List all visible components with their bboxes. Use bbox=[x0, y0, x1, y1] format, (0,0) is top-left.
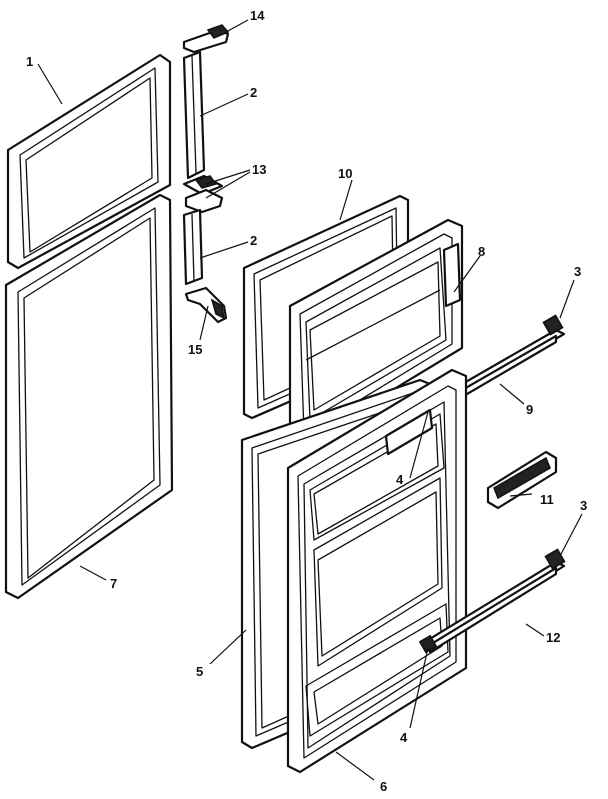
callout-4-lower: 4 bbox=[400, 730, 408, 745]
callout-2-upper: 2 bbox=[250, 85, 257, 100]
part-14-top-bracket bbox=[182, 24, 230, 54]
callout-15: 15 bbox=[188, 342, 202, 357]
part-13-center-hinges bbox=[182, 174, 224, 214]
callout-3-upper: 3 bbox=[574, 264, 581, 279]
callout-1: 1 bbox=[26, 54, 33, 69]
callout-9: 9 bbox=[526, 402, 533, 417]
part-6-fresh-food-liner bbox=[286, 368, 468, 774]
part-11-dairy-door bbox=[486, 450, 558, 510]
callout-labels: 1 14 2 13 2 15 10 8 3 9 4 11 3 12 5 4 6 … bbox=[26, 8, 587, 794]
callout-7: 7 bbox=[110, 576, 117, 591]
part-8-freezer-liner bbox=[288, 218, 464, 448]
callout-11: 11 bbox=[540, 492, 554, 507]
callout-2-lower: 2 bbox=[250, 233, 257, 248]
callout-12: 12 bbox=[546, 630, 560, 645]
callout-3-lower: 3 bbox=[580, 498, 587, 513]
part-2-lower-trim bbox=[182, 208, 204, 286]
callout-6: 6 bbox=[380, 779, 387, 794]
callout-14: 14 bbox=[250, 8, 265, 23]
callout-8: 8 bbox=[478, 244, 485, 259]
leader-lines bbox=[37, 19, 583, 781]
callout-5: 5 bbox=[196, 664, 203, 679]
part-7-lower-gasket bbox=[4, 193, 174, 600]
callout-10: 10 bbox=[338, 166, 352, 181]
part-15-bottom-bracket bbox=[184, 286, 228, 324]
part-12-fresh-food-shelf-bar bbox=[418, 548, 566, 654]
part-1-upper-gasket bbox=[6, 53, 172, 270]
part-2-upper-trim bbox=[182, 50, 206, 180]
callout-4-upper: 4 bbox=[396, 472, 404, 487]
callout-13: 13 bbox=[252, 162, 266, 177]
